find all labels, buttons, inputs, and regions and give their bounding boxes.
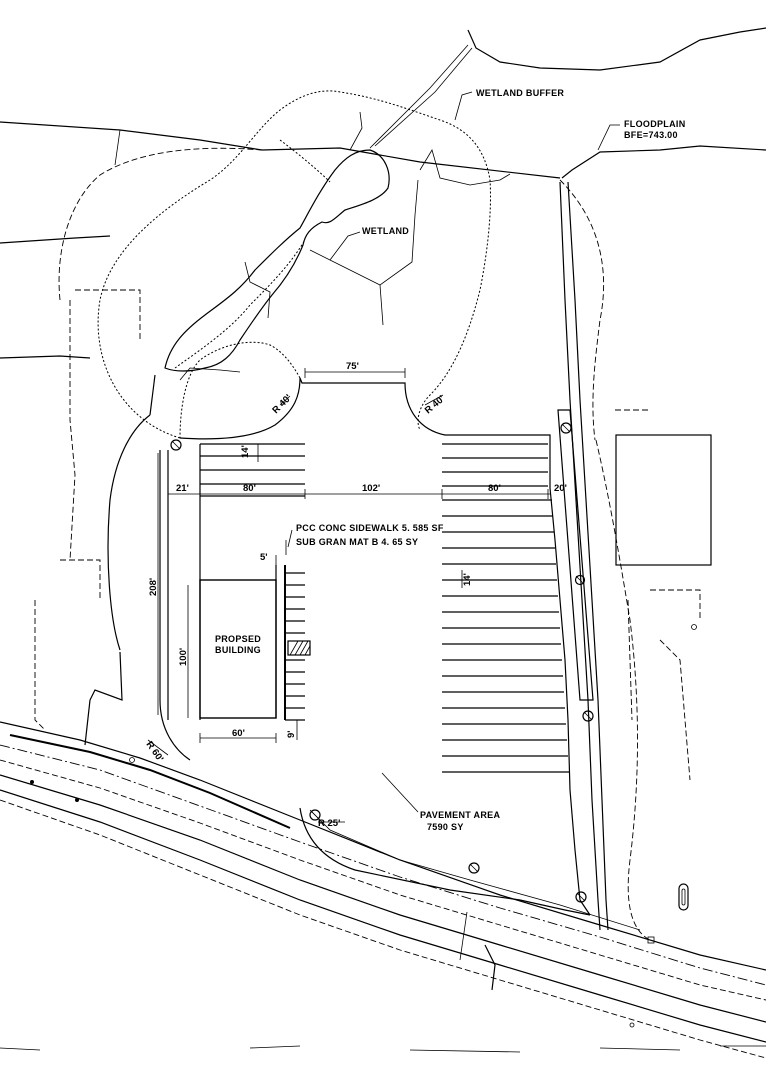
wetland-area xyxy=(164,44,511,381)
floodplain-label: FLOODPLAIN xyxy=(624,119,686,129)
accessible-stall-hatch xyxy=(287,640,311,656)
parking-stalls-right xyxy=(442,443,569,773)
dim-9: 9' xyxy=(286,730,297,738)
annotations: WETLAND BUFFER FLOODPLAIN BFE=743.00 WET… xyxy=(144,88,686,832)
dim-60: 60' xyxy=(232,728,245,739)
dim-102: 102' xyxy=(362,483,380,494)
dim-100: 100' xyxy=(178,648,189,666)
wetland-buffer-boundary xyxy=(97,90,492,439)
bfe-label: BFE=743.00 xyxy=(624,130,678,140)
dim-14-right: 14' xyxy=(462,573,473,586)
dim-208: 208' xyxy=(148,578,159,596)
wetland-buffer-label: WETLAND BUFFER xyxy=(476,88,564,98)
road-right-of-way xyxy=(0,721,766,1059)
parking-stalls-building xyxy=(275,565,305,721)
building-label-1: PROPSED xyxy=(215,634,261,644)
dim-20: 20' xyxy=(554,483,567,494)
building-label-2: BUILDING xyxy=(215,645,261,655)
sidewalk-label-1: PCC CONC SIDEWALK 5. 585 SF xyxy=(296,523,444,533)
dim-80-left: 80' xyxy=(243,483,256,494)
dim-75: 75' xyxy=(346,361,359,372)
dim-r40-left: R 40' xyxy=(270,393,294,417)
floodplain-boundary xyxy=(34,147,701,941)
dim-r25: R 25' xyxy=(318,818,340,829)
pavement-label-1: PAVEMENT AREA xyxy=(420,810,500,820)
dimension-lines xyxy=(147,368,550,823)
dim-14-top: 14' xyxy=(240,445,251,458)
dim-r40-right: R 40' xyxy=(423,394,447,417)
proposed-building xyxy=(199,579,277,719)
right-curb-island xyxy=(557,409,594,903)
dim-5: 5' xyxy=(260,552,268,563)
utility-symbols xyxy=(30,439,697,1028)
sidewalk-label-2: SUB GRAN MAT B 4. 65 SY xyxy=(296,537,418,547)
wetland-label: WETLAND xyxy=(362,226,409,236)
dim-80-right: 80' xyxy=(488,483,501,494)
pavement-label-2: 7590 SY xyxy=(427,822,464,832)
adjacent-building xyxy=(615,434,712,566)
leader-lines xyxy=(287,91,620,813)
site-boundary xyxy=(84,181,609,931)
dim-21: 21' xyxy=(176,483,189,494)
